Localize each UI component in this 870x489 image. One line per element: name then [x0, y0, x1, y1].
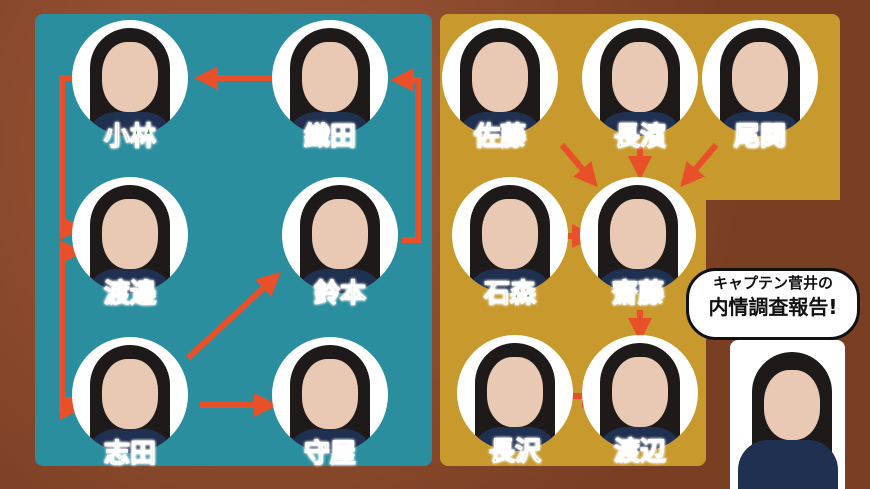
member-name: 長沢	[488, 437, 542, 468]
member-photo	[72, 337, 188, 453]
member-name: 渡邉	[103, 279, 157, 310]
arrow-shida-to-suzumoto	[185, 271, 281, 361]
member-name: 鈴本	[313, 279, 367, 310]
member-photo	[282, 177, 398, 293]
arrow-ozeki-to-saito	[680, 143, 719, 188]
captain-photo	[730, 340, 845, 489]
member-name: 佐藤	[473, 122, 527, 153]
member-photo	[72, 20, 188, 136]
member-photo	[582, 335, 698, 451]
member-name: 石森	[483, 279, 537, 310]
member-name: 守屋	[303, 439, 357, 470]
member-name: 織田	[303, 122, 357, 153]
member-name: 長濱	[613, 122, 667, 153]
member-name: 尾関	[733, 122, 787, 153]
caption-line-2: 内情調査報告!	[708, 295, 838, 319]
arrow-sato-to-saito	[559, 143, 598, 188]
member-photo	[272, 20, 388, 136]
arrow-kobayashi-to-watanabe	[59, 75, 84, 240]
member-photo	[72, 177, 188, 293]
member-photo	[702, 20, 818, 136]
member-name: 志田	[103, 439, 157, 470]
arrow-watanabe-to-shida	[59, 260, 84, 420]
member-photo	[582, 20, 698, 136]
caption-speech-bubble: キャプテン菅井の 内情調査報告!	[686, 268, 860, 340]
member-photo	[452, 177, 568, 293]
member-photo	[272, 337, 388, 453]
member-photo	[580, 177, 696, 293]
caption-line-1: キャプテン菅井の	[712, 274, 833, 292]
member-photo	[457, 335, 573, 451]
member-name: 小林	[103, 122, 157, 153]
member-photo	[442, 20, 558, 136]
member-name: 齋藤	[611, 279, 665, 310]
arrow-suzumoto-to-oda	[390, 68, 421, 243]
member-name: 渡辺	[613, 437, 667, 468]
